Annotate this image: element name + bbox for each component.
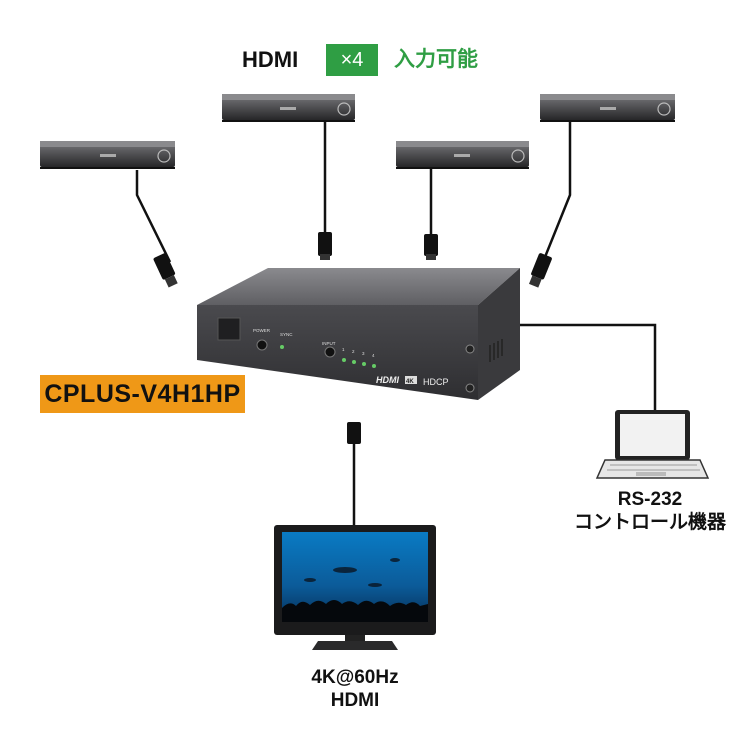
source-player-1 bbox=[40, 141, 175, 169]
panel-port-4: 4 bbox=[372, 353, 375, 358]
hdmi-plug-3 bbox=[424, 234, 438, 256]
header: HDMI ×4 入力可能 bbox=[0, 44, 750, 76]
laptop-icon bbox=[595, 410, 710, 479]
model-label: CPLUS-V4H1HP bbox=[40, 375, 245, 413]
hdmi-cables bbox=[135, 120, 657, 525]
panel-hdcp-logo: HDCP bbox=[423, 377, 449, 387]
television-icon bbox=[274, 525, 436, 650]
header-input-capable: 入力可能 bbox=[394, 48, 478, 71]
rs232-line2: コントロール機器 bbox=[573, 512, 726, 533]
output-line2: HDMI bbox=[330, 690, 380, 711]
panel-port-3: 3 bbox=[362, 351, 365, 356]
panel-sync-label: SYNC bbox=[280, 332, 293, 337]
header-multiplier-badge: ×4 bbox=[326, 44, 378, 76]
rs232-caption: RS-232 コントロール機器 bbox=[560, 488, 740, 534]
hdmi-plug-output bbox=[347, 422, 361, 444]
source-player-4 bbox=[540, 94, 675, 122]
panel-port-1: 1 bbox=[342, 347, 345, 352]
output-caption: 4K@60Hz HDMI bbox=[270, 666, 440, 712]
panel-power-label: POWER bbox=[253, 328, 271, 333]
header-hdmi: HDMI bbox=[242, 47, 299, 72]
vent-grille bbox=[489, 339, 503, 362]
source-player-3 bbox=[396, 141, 529, 169]
hdmi-plug-1 bbox=[153, 253, 178, 288]
panel-4k-logo: 4K bbox=[406, 379, 414, 385]
hdmi-switcher-device: POWER SYNC INPUT 1 2 3 4 HDMI 4K HDCP bbox=[197, 268, 520, 400]
panel-input-label: INPUT bbox=[322, 341, 336, 346]
hdmi-plug-2 bbox=[318, 232, 332, 256]
panel-hdmi-logo: HDMI bbox=[376, 375, 399, 385]
rs232-line1: RS-232 bbox=[617, 489, 683, 510]
hdmi-plugs bbox=[153, 232, 552, 444]
hdmi-plug-4 bbox=[528, 253, 552, 288]
source-player-2 bbox=[222, 94, 355, 122]
panel-port-2: 2 bbox=[352, 349, 355, 354]
output-line1: 4K@60Hz bbox=[311, 667, 399, 688]
